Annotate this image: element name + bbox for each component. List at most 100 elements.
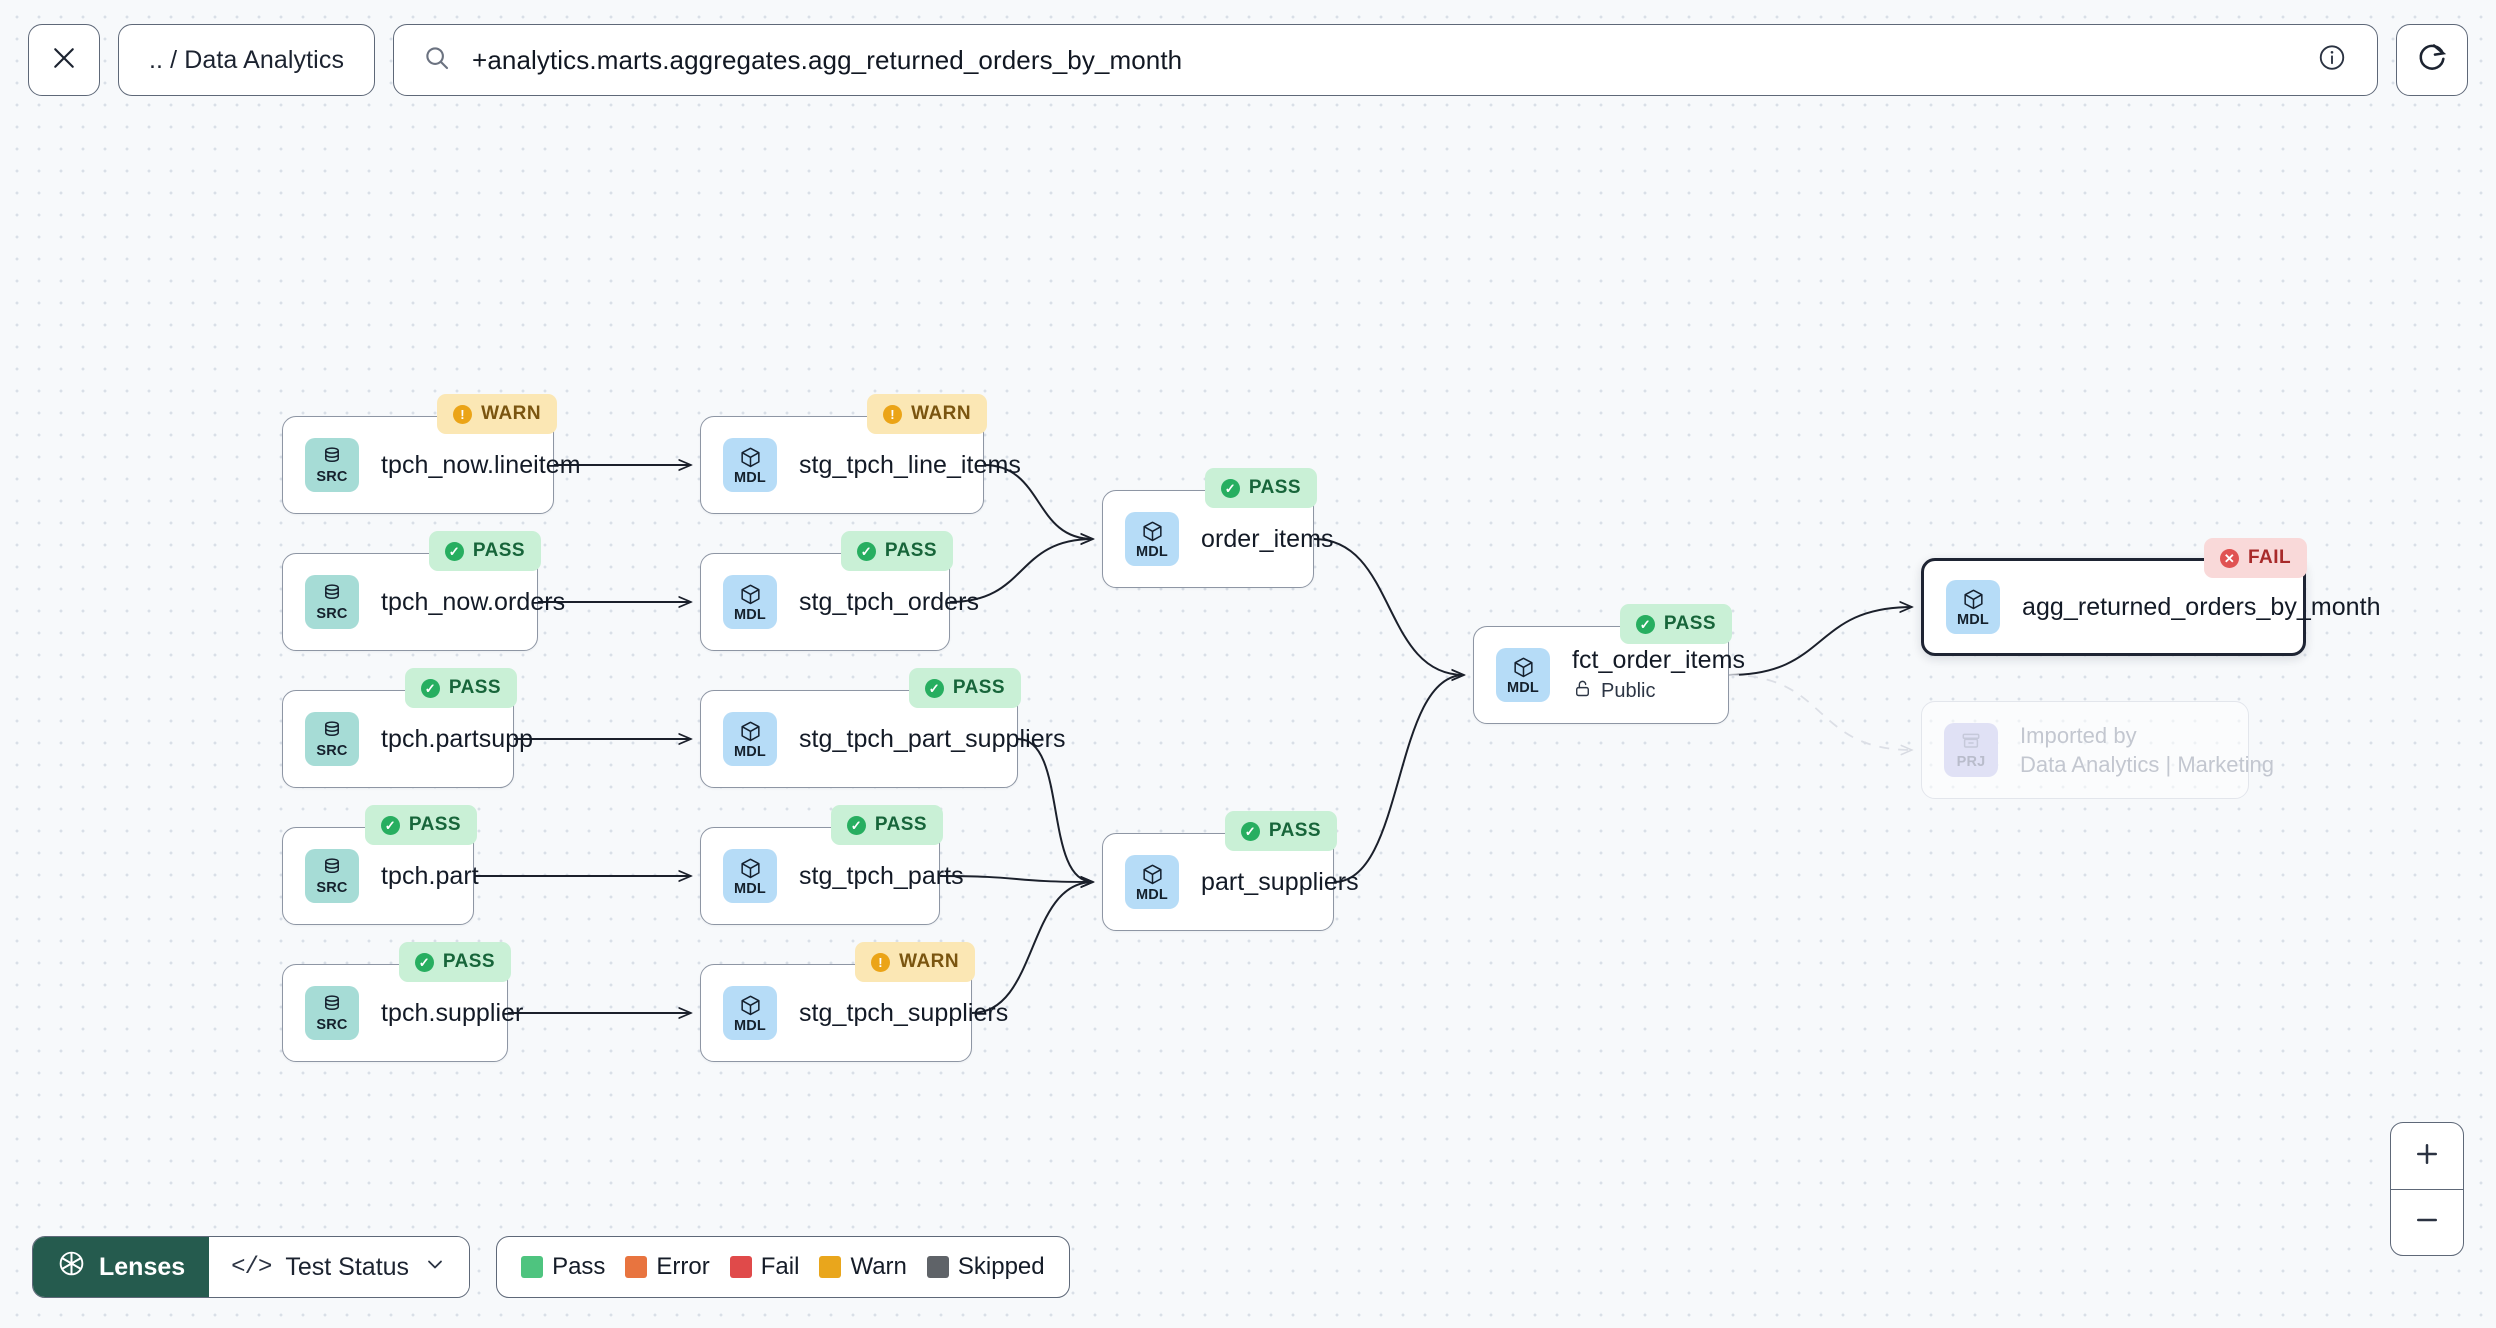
graph-node-agg_returned[interactable]: ✕FAIL MDL agg_returned_orders_by_month: [1921, 538, 2381, 656]
status-dot-icon: ✓: [1635, 614, 1655, 634]
node-name: order_items: [1201, 524, 1334, 553]
graph-node-order_items[interactable]: ✓PASS MDL order_items: [1102, 468, 1334, 588]
refresh-button[interactable]: [2396, 24, 2468, 96]
node-text: part_suppliers: [1201, 868, 1359, 897]
graph-node-src_orders[interactable]: ✓ PASS SRC tpch_now.orders: [282, 531, 566, 651]
node-type-badge-src: SRC: [305, 575, 359, 629]
status-badge-warn: !WARN: [855, 942, 975, 982]
node-text: stg_tpch_orders: [799, 587, 980, 617]
node-text: tpch.part: [381, 862, 479, 891]
test-status-dropdown[interactable]: </> Test Status: [209, 1237, 470, 1297]
node-type-label: MDL: [1956, 611, 1989, 628]
info-icon[interactable]: [2317, 43, 2347, 78]
status-badge-pass: ✓PASS: [364, 805, 477, 845]
search-input[interactable]: +analytics.marts.aggregates.agg_returned…: [472, 44, 1183, 75]
node-type-badge-mdl: MDL: [1496, 648, 1550, 702]
lenses-label: Lenses: [99, 1252, 186, 1281]
status-label: PASS: [1268, 820, 1321, 841]
node-type-label: SRC: [316, 1017, 348, 1034]
cube-icon: [738, 445, 763, 470]
status-badge-pass: ✓ PASS: [1619, 604, 1732, 644]
legend-swatch-icon: [819, 1256, 842, 1278]
legend-label: Warn: [850, 1253, 907, 1280]
database-icon: [320, 856, 344, 880]
status-badge-pass: ✓PASS: [1204, 468, 1317, 508]
database-icon: [320, 445, 344, 469]
status-dot-icon: ✓: [414, 952, 434, 972]
chevron-down-icon: [423, 1252, 447, 1283]
status-badge-pass: ✓ PASS: [428, 531, 541, 571]
database-icon: [320, 993, 344, 1017]
status-label: PASS: [1663, 613, 1716, 634]
legend-item-fail[interactable]: Fail: [729, 1253, 799, 1281]
close-button[interactable]: [28, 24, 100, 96]
cube-icon: [738, 719, 763, 744]
lenses-control-group: Lenses </> Test Status: [32, 1236, 471, 1298]
status-label: WARN: [481, 403, 541, 424]
status-badge-pass: ✓PASS: [908, 668, 1021, 708]
legend-label: Error: [656, 1253, 710, 1280]
legend-item-warn[interactable]: Warn: [819, 1253, 907, 1281]
status-label: PASS: [884, 540, 937, 561]
node-name: stg_tpch_part_suppliers: [799, 724, 1066, 753]
breadcrumb-label: .. / Data Analytics: [149, 45, 345, 74]
legend-item-error[interactable]: Error: [625, 1253, 710, 1281]
node-type-badge-mdl: MDL: [1125, 855, 1179, 909]
node-type-label: SRC: [316, 743, 348, 760]
legend-item-pass[interactable]: Pass: [521, 1253, 605, 1281]
status-badge-pass: ✓PASS: [398, 942, 511, 982]
zoom-out-button[interactable]: [2391, 1189, 2463, 1255]
node-name: agg_returned_orders_by_month: [2022, 592, 2381, 621]
node-subtitle: Public: [1572, 678, 1698, 705]
node-type-badge-src: SRC: [305, 986, 359, 1040]
node-type-label: PRJ: [1956, 754, 1986, 771]
node-name: tpch.partsupp: [381, 724, 534, 753]
close-icon: [49, 43, 79, 78]
status-badge-warn: !WARN: [437, 394, 557, 434]
node-type-badge-src: SRC: [305, 438, 359, 492]
node-type-badge-prj: PRJ: [1944, 723, 1998, 777]
status-badge-pass: ✓PASS: [830, 805, 943, 845]
zoom-in-button[interactable]: [2391, 1123, 2463, 1189]
breadcrumb[interactable]: .. / Data Analytics: [118, 24, 376, 96]
search-bar[interactable]: +analytics.marts.aggregates.agg_returned…: [393, 24, 2378, 96]
database-icon: [320, 582, 344, 606]
node-type-badge-mdl: MDL: [723, 986, 777, 1040]
graph-node-src_lineitem[interactable]: !WARN SRC tpch_now.lineitem: [282, 394, 581, 514]
node-type-badge-src: SRC: [305, 712, 359, 766]
status-dot-icon: ✓: [444, 541, 464, 561]
node-text: tpch.partsupp: [381, 724, 534, 754]
status-badge-fail: ✕FAIL: [2204, 538, 2307, 578]
legend-swatch-icon: [521, 1256, 544, 1278]
node-name: stg_tpch_orders: [799, 587, 980, 616]
status-label: PASS: [472, 540, 525, 561]
legend-swatch-icon: [729, 1256, 752, 1278]
legend-item-skipped[interactable]: Skipped: [926, 1253, 1045, 1281]
node-name: stg_tpch_suppliers: [799, 998, 1009, 1027]
status-dot-icon: ✓: [420, 678, 440, 698]
status-badge-warn: !WARN: [867, 394, 987, 434]
archive-icon: [1959, 730, 1983, 754]
zoom-controls: [2390, 1122, 2464, 1256]
lenses-button[interactable]: Lenses: [33, 1237, 210, 1297]
bottom-toolbar: Lenses </> Test Status Pass Error Fail Warn…: [32, 1236, 1070, 1298]
status-label: PASS: [952, 677, 1005, 698]
graph-node-stg_suppliers[interactable]: !WARN MDL stg_tpch_suppliers: [700, 942, 1009, 1062]
legend-label: Skipped: [957, 1253, 1045, 1280]
node-text: tpch_now.lineitem: [381, 451, 581, 480]
node-type-badge-mdl: MDL: [1125, 512, 1179, 566]
node-name: tpch_now.orders: [381, 587, 566, 616]
